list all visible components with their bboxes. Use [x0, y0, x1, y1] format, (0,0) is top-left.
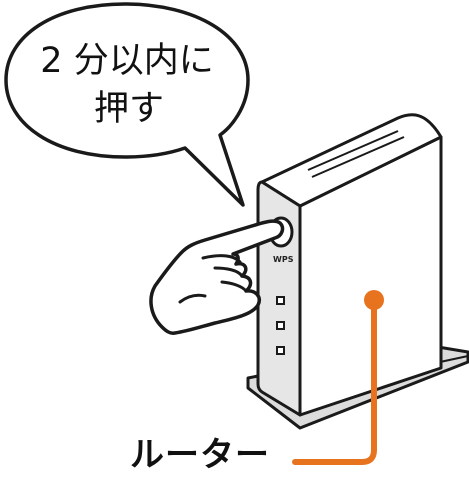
speech-bubble	[4, 2, 250, 207]
callout-line	[292, 297, 377, 465]
router-label: ルーター	[130, 435, 270, 475]
bubble-text-line-1: 2 分以内に	[40, 41, 214, 81]
bubble-text-line-2: 押す	[93, 89, 164, 129]
pointing-hand-icon	[149, 219, 285, 335]
callout-dot	[364, 290, 384, 310]
hand-finger-lines	[178, 254, 248, 304]
led-indicator-icon	[276, 296, 285, 355]
router-vent	[307, 130, 405, 178]
wps-button-label: WPS	[273, 255, 294, 264]
